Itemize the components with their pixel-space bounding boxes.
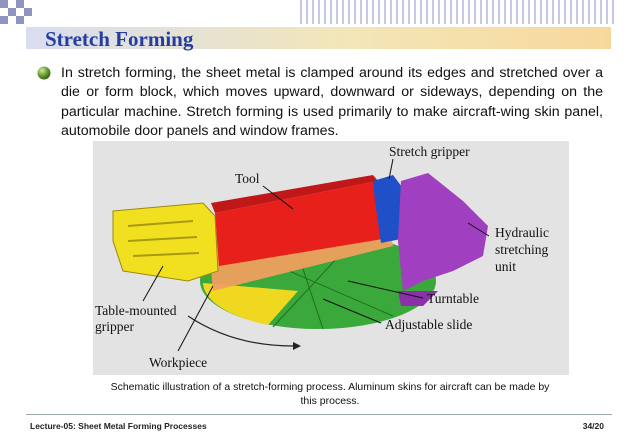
bullet-paragraph: In stretch forming, the sheet metal is c… (61, 65, 603, 140)
label-table-gripper-2: gripper (95, 319, 134, 334)
slide-title: Stretch Forming (45, 27, 194, 51)
leader-workpiece (177, 285, 214, 352)
turntable-yellow-segment (203, 283, 298, 325)
leader-stretch-gripper (388, 158, 394, 180)
hydraulic-unit (398, 173, 488, 291)
table-gripper (112, 202, 219, 282)
rotation-arrow-head (293, 342, 301, 350)
leader-turntable (347, 280, 424, 299)
footer-lecture-title: Lecture-05: Sheet Metal Forming Processe… (30, 421, 207, 431)
label-turntable: Turntable (427, 291, 479, 306)
label-stretch-gripper: Stretch gripper (389, 144, 470, 159)
leader-hydraulic (467, 222, 490, 237)
corner-checker-decoration (0, 0, 40, 24)
bullet-icon (37, 66, 51, 80)
stretch-gripper (373, 175, 405, 243)
leader-tool (262, 185, 294, 210)
figure-caption: Schematic illustration of a stretch-form… (110, 381, 550, 407)
leader-table-gripper (142, 265, 164, 302)
header-stripes (0, 0, 638, 24)
label-hydraulic-1: Hydraulic (495, 225, 549, 240)
label-adjustable-slide: Adjustable slide (385, 317, 472, 332)
stretch-forming-diagram: Tool Stretch gripper Hydraulic stretchin… (95, 144, 549, 370)
leader-adjustable-slide (322, 298, 382, 324)
label-hydraulic-3: unit (495, 259, 516, 274)
table-gripper-detail (127, 220, 200, 257)
title-bar (26, 27, 611, 49)
label-hydraulic-2: stretching (495, 242, 548, 257)
footer-page-number: 34/20 (582, 421, 604, 431)
footer-divider (26, 414, 612, 415)
tool-die (215, 181, 383, 266)
stretch-forming-figure: Tool Stretch gripper Hydraulic stretchin… (93, 141, 569, 375)
tool-top-face (211, 175, 378, 213)
label-tool: Tool (235, 171, 260, 186)
label-workpiece: Workpiece (149, 355, 207, 370)
label-table-gripper-1: Table-mounted (95, 303, 177, 318)
rotation-arrow (187, 315, 294, 347)
